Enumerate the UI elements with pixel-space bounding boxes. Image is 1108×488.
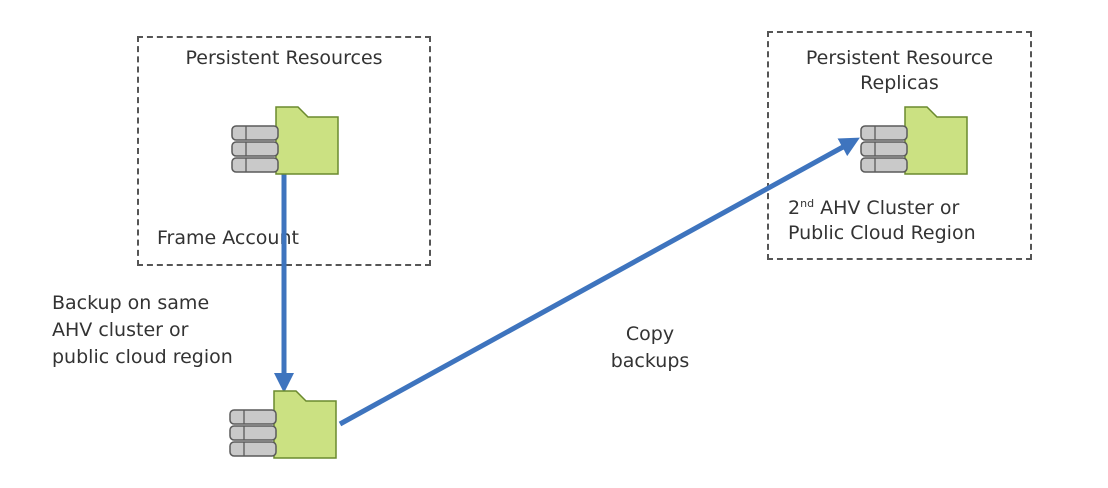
copy-backups-arrow [338,137,860,427]
copy-backups-label-line2: backups [610,350,690,372]
frame-account-label: Frame Account [157,227,299,249]
database-folder-icon [860,106,968,175]
database-folder-icon [231,106,339,175]
replicas-title-line2: Replicas [860,72,939,94]
database-folder-icon [229,390,337,459]
backup-label-line2: AHV cluster or [52,319,189,341]
replicas-title-line1: Persistent Resource [805,47,994,69]
second-cluster-label-line1: 2nd AHV Cluster or [788,197,960,219]
backup-label-line1: Backup on same [52,292,210,314]
backup-label-line3: public cloud region [52,346,233,368]
persistent-resources-title: Persistent Resources [185,47,383,69]
second-cluster-label-line2: Public Cloud Region [788,222,976,244]
copy-backups-label-line1: Copy [625,323,675,345]
persistent-resource-replicas-box [767,31,1032,260]
